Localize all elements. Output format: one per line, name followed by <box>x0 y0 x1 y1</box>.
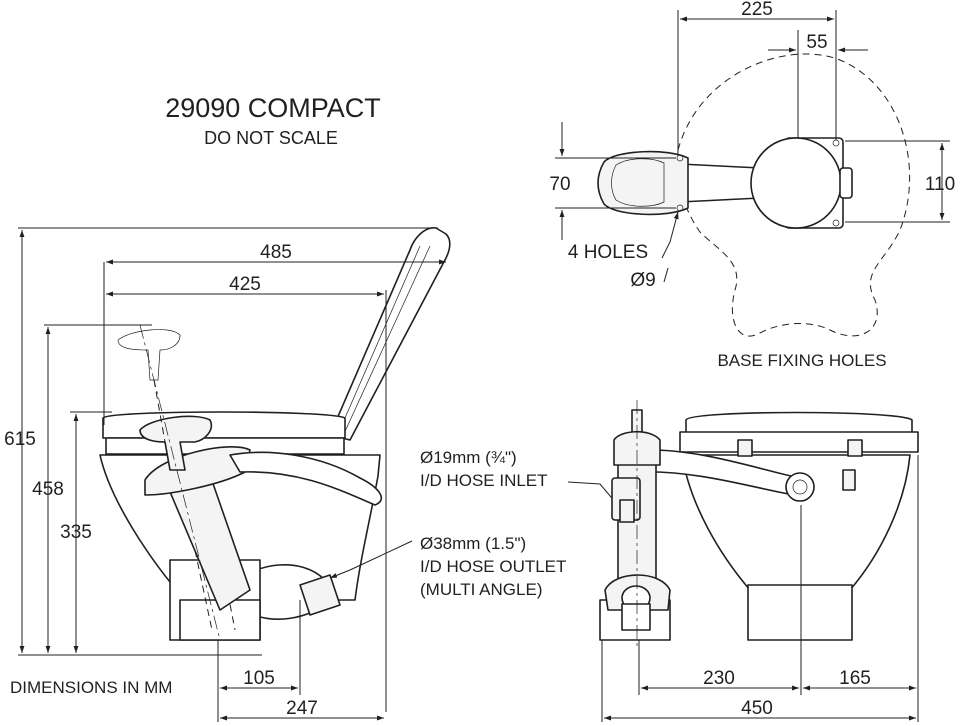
dim-225: 225 <box>741 0 773 20</box>
outlet-label-1: Ø38mm (1.5") <box>420 534 526 553</box>
dim-110: 110 <box>925 174 955 195</box>
dim-615: 615 <box>4 429 36 450</box>
dim-55: 55 <box>806 32 827 53</box>
dim-458: 458 <box>32 479 64 500</box>
outlet-label-2: I/D HOSE OUTLET <box>420 557 566 576</box>
dim-105: 105 <box>243 668 275 689</box>
inlet-label-1: Ø19mm (¾") <box>420 448 517 467</box>
fixing-hole <box>832 219 840 227</box>
outlet-label-3: (MULTI ANGLE) <box>420 580 542 599</box>
rear-view <box>599 400 919 650</box>
fixing-hole <box>676 154 684 162</box>
dim-485: 485 <box>260 242 292 263</box>
top-view <box>597 53 911 337</box>
drawing-title: 29090 COMPACT <box>165 93 381 123</box>
dim-335: 335 <box>60 522 92 543</box>
dim-425: 425 <box>229 274 261 295</box>
drawing-subtitle: DO NOT SCALE <box>204 128 338 148</box>
dim-165: 165 <box>839 668 871 689</box>
dim-70: 70 <box>549 174 570 195</box>
inlet-hose-side <box>229 451 383 506</box>
fixing-hole <box>676 204 684 212</box>
holes-label: 4 HOLES <box>568 242 648 263</box>
side-view <box>99 227 451 641</box>
units-note: DIMENSIONS IN MM <box>10 678 172 697</box>
pump-handle <box>139 415 213 471</box>
dim-450: 450 <box>741 698 773 719</box>
base-rear <box>747 584 853 641</box>
pump-head-top <box>597 150 689 216</box>
seat-side <box>102 411 346 439</box>
dim-230: 230 <box>703 668 735 689</box>
dim-247: 247 <box>286 698 318 719</box>
holes-diameter: Ø9 <box>630 270 655 291</box>
seat-outline-dashed <box>677 53 911 337</box>
inlet-label-2: I/D HOSE INLET <box>420 471 548 490</box>
base-fixing-holes-label: BASE FIXING HOLES <box>717 351 886 370</box>
